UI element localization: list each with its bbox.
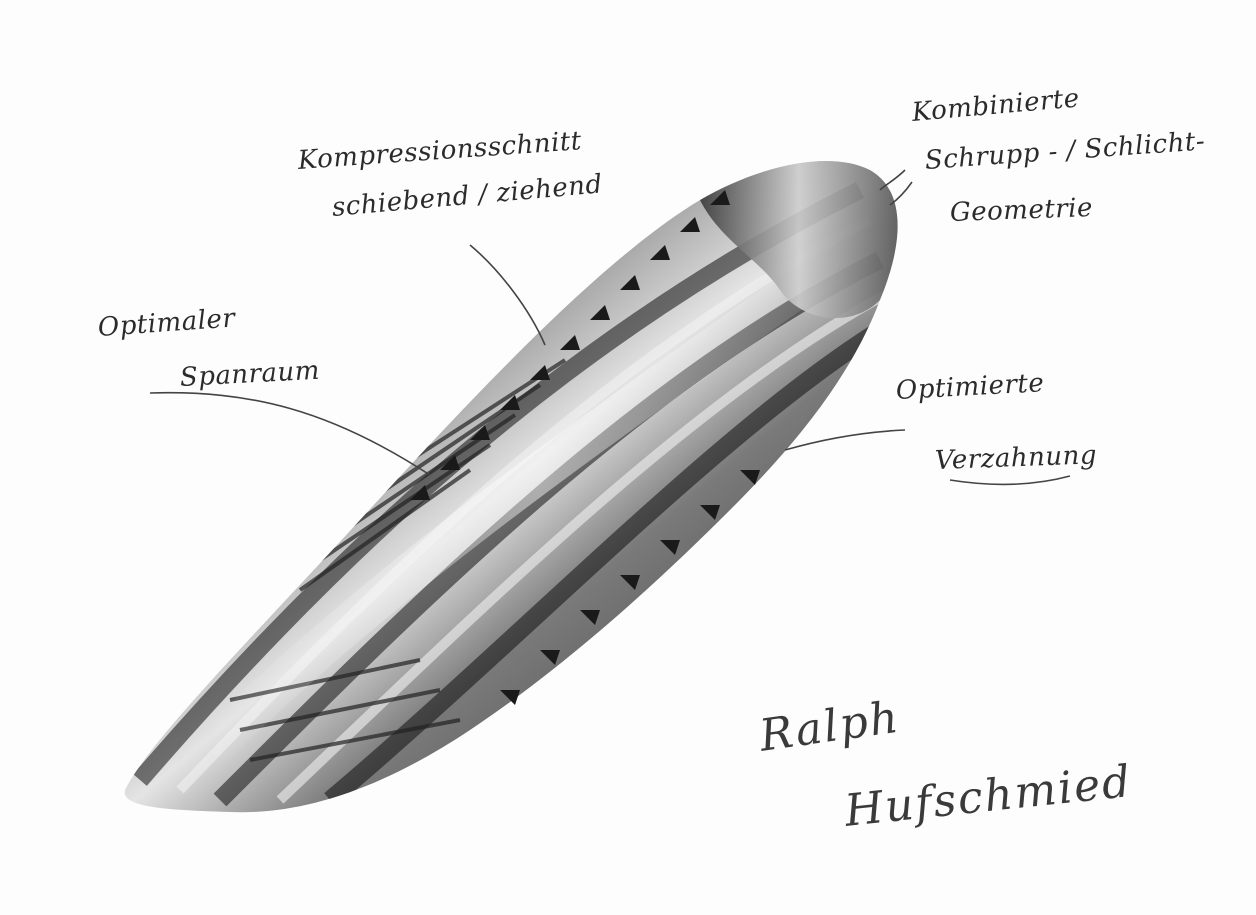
leader-kompression [469, 244, 546, 346]
label-spanraum-line2: Spanraum [179, 355, 321, 393]
label-verzahnung-line2: Verzahnung [934, 440, 1098, 476]
leader-spanraum [149, 391, 431, 476]
label-verzahnung-line1: Optimierte [895, 368, 1045, 406]
label-kombinierte-line3: Geometrie [949, 193, 1094, 228]
leader-kombinierte [879, 169, 906, 191]
underline-verzahnung [949, 475, 1071, 486]
leader-kombinierte-2 [889, 181, 913, 206]
leader-lines [149, 169, 1071, 486]
serration-top [410, 190, 730, 500]
leader-verzahnung [784, 429, 906, 451]
serration-bottom [500, 470, 760, 705]
